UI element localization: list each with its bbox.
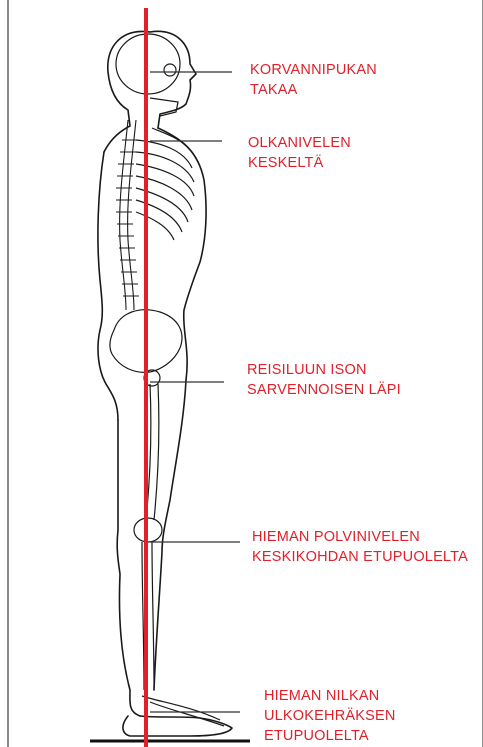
label-hip-line2: SARVENNOISEN LÄPI: [247, 380, 401, 400]
skeleton-sketch: [110, 34, 224, 726]
tibia: [142, 542, 144, 690]
label-knee-line1: HIEMAN POLVINIVELEN: [252, 527, 468, 547]
label-ankle-line3: ETUPUOLELTA: [264, 726, 396, 746]
label-shoulder-line1: OLKANIVELEN: [248, 133, 351, 153]
label-shoulder: OLKANIVELEN KESKELTÄ: [248, 133, 351, 173]
label-shoulder-line2: KESKELTÄ: [248, 153, 351, 173]
label-ear-line2: TAKAA: [250, 80, 377, 100]
label-ankle-line2: ULKOKEHRÄKSEN: [264, 706, 396, 726]
leader-lines: [150, 72, 240, 712]
foot-outline: [123, 716, 232, 736]
leg-back-outline: [117, 420, 140, 716]
label-hip: REISILUUN ISON SARVENNOISEN LÄPI: [247, 360, 401, 400]
body-outline: [98, 31, 232, 736]
label-ankle: HIEMAN NILKAN ULKOKEHRÄKSEN ETUPUOLELTA: [264, 686, 396, 746]
label-ankle-line1: HIEMAN NILKAN: [264, 686, 396, 706]
label-knee-line2: KESKIKOHDAN ETUPUOLELTA: [252, 547, 468, 567]
eye-socket: [164, 64, 176, 76]
spine: [116, 120, 139, 310]
label-ear: KORVANNIPUKAN TAKAA: [250, 60, 377, 100]
label-ear-line1: KORVANNIPUKAN: [250, 60, 377, 80]
label-knee: HIEMAN POLVINIVELEN KESKIKOHDAN ETUPUOLE…: [252, 527, 468, 567]
label-hip-line1: REISILUUN ISON: [247, 360, 401, 380]
back-outline: [98, 152, 118, 420]
clavicle: [152, 128, 190, 150]
